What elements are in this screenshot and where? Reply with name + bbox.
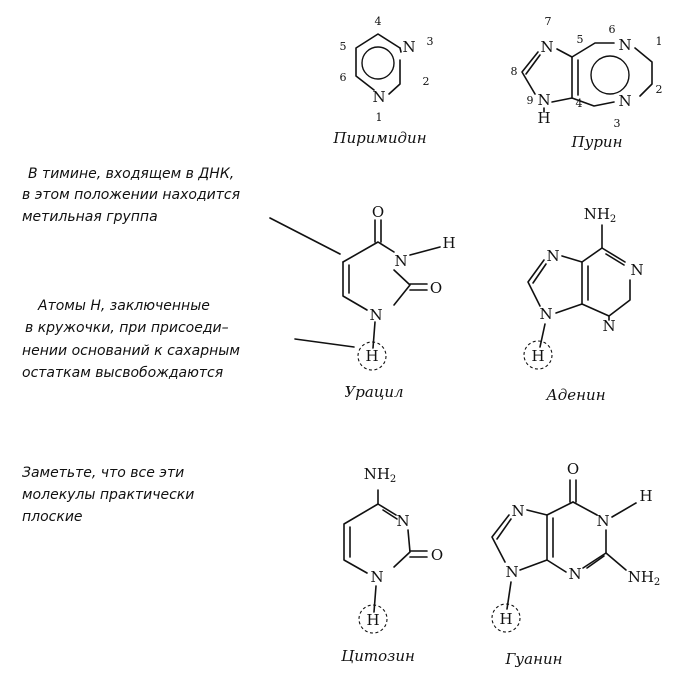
purine-aromatic-circle bbox=[590, 55, 630, 95]
note-hydrogen-line-2: в кружочки, при присоеди– bbox=[25, 320, 229, 336]
note-hydrogen-line-1: Атомы Н, заключенные bbox=[37, 298, 210, 314]
pyrimidine-num-3: 3 bbox=[427, 35, 434, 48]
guanine-h9: H bbox=[499, 610, 512, 628]
pyrimidine-ring-bonds-2 bbox=[388, 59, 401, 95]
adenine-name: Аденин bbox=[545, 386, 605, 404]
note-hydrogen-arrow bbox=[294, 338, 355, 348]
cytosine-name: Цитозин bbox=[341, 647, 415, 665]
guanine-n1: N bbox=[596, 512, 609, 530]
adenine-n3: N bbox=[602, 317, 615, 335]
uracil-n3: N bbox=[394, 252, 407, 270]
purine-num-8: 8 bbox=[511, 65, 518, 78]
note-planar: Заметьте, что все эти молекулы практичес… bbox=[22, 465, 194, 525]
uracil-o4: O bbox=[372, 203, 384, 221]
adenine-h9-circle bbox=[523, 340, 553, 370]
guanine-name: Гуанин bbox=[505, 650, 563, 668]
note-hydrogen-line-3: нении оснований к сахарным bbox=[22, 343, 240, 359]
guanine-nh2: NH2 bbox=[628, 568, 661, 588]
cytosine-n3: N bbox=[396, 512, 409, 530]
guanine-n3: N bbox=[568, 565, 581, 583]
note-thymine: В тимине, входящем в ДНК, в этом положен… bbox=[22, 166, 341, 255]
adenine-nh2: NH2 bbox=[584, 205, 617, 225]
note-planar-line-3: плоские bbox=[22, 509, 83, 525]
note-thymine-line-2: в этом положении находится bbox=[22, 187, 240, 203]
pyrimidine-aromatic-circle bbox=[361, 46, 395, 80]
uracil-h3: H bbox=[442, 234, 455, 252]
cytosine-structure: NH2 N O N H Цитозин bbox=[341, 465, 443, 665]
pyrimidine-structure: N N 4 5 6 3 2 1 Пиримидин bbox=[332, 15, 433, 147]
note-thymine-line-1: В тимине, входящем в ДНК, bbox=[28, 166, 234, 182]
guanine-h1: H bbox=[639, 487, 652, 505]
guanine-h9-circle bbox=[491, 603, 521, 633]
adenine-structure: NH2 N N N N H Аденин bbox=[523, 205, 644, 404]
purine-num-5: 5 bbox=[577, 33, 584, 46]
purine-n9: N bbox=[537, 91, 550, 109]
uracil-ring-bonds bbox=[342, 241, 395, 263]
note-thymine-line-3: метильная группа bbox=[22, 209, 158, 225]
purine-n1: N bbox=[618, 36, 631, 54]
uracil-o2: O bbox=[430, 279, 442, 297]
pyrimidine-num-2: 2 bbox=[423, 75, 430, 88]
guanine-n9: N bbox=[505, 563, 518, 581]
purine-num-1: 1 bbox=[656, 35, 663, 48]
note-planar-line-2: молекулы практически bbox=[22, 487, 194, 503]
purine-num-6: 6 bbox=[609, 23, 616, 36]
uracil-h1: H bbox=[365, 347, 378, 365]
purine-structure: N N N N H 7 6 5 1 8 2 9 4 3 Пурин bbox=[511, 15, 663, 151]
purine-num-3: 3 bbox=[614, 117, 621, 130]
pyrimidine-name: Пиримидин bbox=[332, 129, 426, 147]
purine-ring-bonds bbox=[571, 42, 615, 58]
guanine-structure: O N H N N NH2 N H Гуанин bbox=[491, 460, 661, 668]
cytosine-nh2: NH2 bbox=[364, 465, 397, 485]
adenine-h9: H bbox=[531, 347, 544, 365]
cytosine-n1: N bbox=[370, 568, 383, 586]
pyrimidine-num-6: 6 bbox=[340, 71, 347, 84]
guanine-n7: N bbox=[511, 502, 524, 520]
cytosine-h1: H bbox=[366, 611, 379, 629]
pyrimidine-n3: N bbox=[402, 38, 415, 56]
adenine-n7: N bbox=[546, 247, 559, 265]
note-hydrogen-line-4: остаткам высвобождаются bbox=[22, 365, 223, 381]
purine-num-9: 9 bbox=[527, 94, 534, 107]
note-planar-line-1: Заметьте, что все эти bbox=[22, 465, 184, 481]
uracil-name: Урацил bbox=[344, 383, 403, 401]
pyrimidine-num-1: 1 bbox=[376, 111, 383, 124]
purine-n7: N bbox=[540, 38, 553, 56]
cytosine-h1-circle bbox=[358, 604, 388, 634]
guanine-o6: O bbox=[567, 460, 579, 478]
purine-num-4: 4 bbox=[576, 97, 583, 110]
pyrimidine-ring-bonds bbox=[355, 33, 401, 91]
adenine-n9: N bbox=[539, 305, 552, 323]
cytosine-o2: O bbox=[431, 546, 443, 564]
note-thymine-arrow bbox=[269, 217, 341, 255]
purine-name: Пурин bbox=[571, 133, 623, 151]
pyrimidine-num-4: 4 bbox=[375, 15, 382, 28]
adenine-n1: N bbox=[630, 261, 643, 279]
purine-n3: N bbox=[618, 92, 631, 110]
uracil-n1: N bbox=[369, 306, 382, 324]
uracil-h1-circle bbox=[357, 341, 387, 371]
uracil-structure: O N H O N H Урацил bbox=[342, 203, 456, 401]
note-hydrogen: Атомы Н, заключенные в кружочки, при при… bbox=[22, 298, 355, 381]
pyrimidine-num-5: 5 bbox=[340, 40, 347, 53]
purine-num-7: 7 bbox=[545, 15, 552, 28]
purine-num-2: 2 bbox=[656, 83, 663, 96]
pyrimidine-n1: N bbox=[372, 88, 385, 106]
purine-h9: H bbox=[537, 109, 550, 127]
